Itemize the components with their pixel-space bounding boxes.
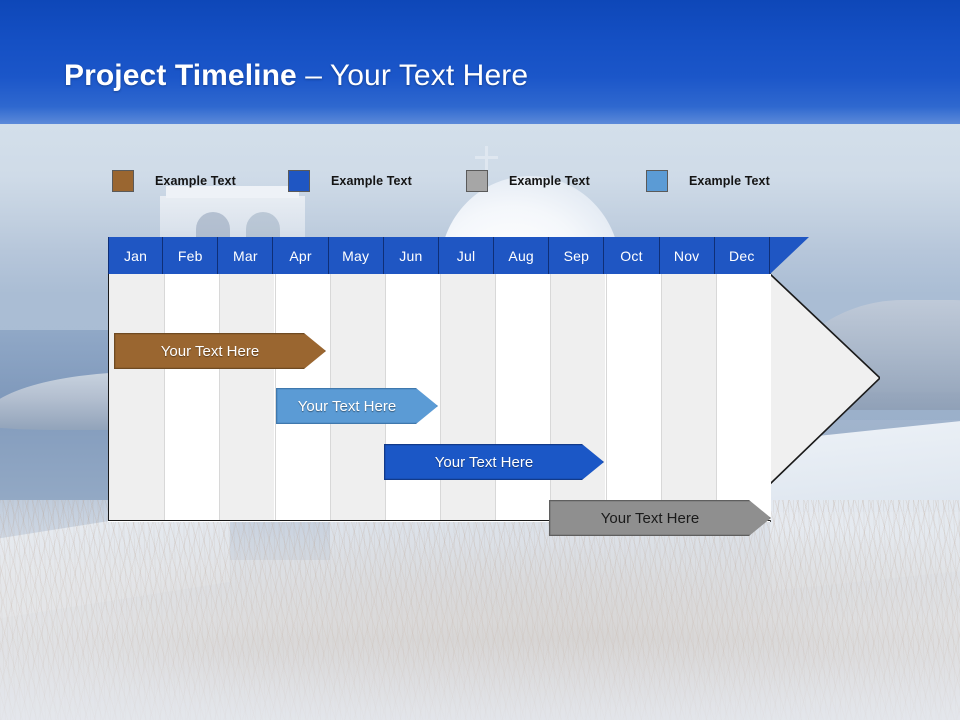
column-divider-7: [495, 274, 497, 520]
timeline-column-dec: [715, 274, 771, 520]
month-header-feb[interactable]: Feb: [163, 237, 219, 274]
timeline-bar-label-2: Your Text Here: [297, 397, 397, 415]
month-header-mar[interactable]: Mar: [218, 237, 274, 274]
timeline-bar-4[interactable]: Your Text Here: [549, 500, 771, 536]
legend-label-3: Example Text: [509, 174, 590, 188]
legend-swatch-icon-3: [466, 170, 488, 192]
timeline-column-jul: [440, 274, 496, 520]
legend: Example Text Example Text Example Text Exam…: [0, 168, 960, 196]
legend-swatch-icon-4: [646, 170, 668, 192]
legend-item-1: Example Text: [112, 168, 236, 194]
timeline-column-oct: [605, 274, 661, 520]
page-title-separator: –: [296, 59, 330, 92]
column-divider-2: [219, 274, 221, 520]
timeline-column-aug: [495, 274, 551, 520]
month-header-apr[interactable]: Apr: [273, 237, 329, 274]
month-header-dec[interactable]: Dec: [714, 237, 770, 274]
column-divider-6: [440, 274, 441, 520]
timeline-column-sep: [550, 274, 606, 520]
month-header-oct[interactable]: Oct: [604, 237, 660, 274]
timeline-bar-label-1: Your Text Here: [160, 342, 260, 360]
legend-swatch-icon-2: [288, 170, 310, 192]
legend-item-2: Example Text: [288, 168, 412, 194]
timeline-bar-3[interactable]: Your Text Here: [384, 444, 604, 480]
timeline-column-mar: [219, 274, 275, 520]
column-divider-9: [605, 274, 607, 520]
title-bar: Project Timeline – Your Text Here: [0, 0, 960, 124]
legend-item-4: Example Text: [646, 168, 770, 194]
legend-label-4: Example Text: [689, 174, 770, 188]
timeline-bar-label-4: Your Text Here: [600, 509, 700, 527]
page-title: Project Timeline – Your Text Here: [64, 59, 528, 93]
timeline-bar-2[interactable]: Your Text Here: [276, 388, 438, 424]
timeline-column-feb: [164, 274, 220, 520]
month-header-may[interactable]: May: [328, 237, 384, 274]
page-title-bold: Project Timeline: [64, 59, 297, 92]
legend-label-2: Example Text: [331, 174, 412, 188]
bottom-haze: [0, 640, 960, 720]
timeline-column-nov: [660, 274, 716, 520]
legend-label-1: Example Text: [155, 174, 236, 188]
month-header-jan[interactable]: Jan: [108, 237, 164, 274]
legend-swatch-icon-1: [112, 170, 134, 192]
month-header-jun[interactable]: Jun: [383, 237, 439, 274]
timeline-bar-1[interactable]: Your Text Here: [114, 333, 326, 369]
month-header-jul[interactable]: Jul: [438, 237, 495, 274]
column-divider-8: [550, 274, 552, 520]
column-divider-1: [164, 274, 166, 520]
column-divider-11: [715, 274, 717, 520]
church-cross-bar: [475, 156, 498, 159]
column-divider-10: [660, 274, 662, 520]
month-header-sep[interactable]: Sep: [549, 237, 605, 274]
column-divider-3: [274, 274, 276, 520]
church-cross: [485, 146, 488, 178]
month-header-nov[interactable]: Nov: [659, 237, 715, 274]
month-header-aug[interactable]: Aug: [494, 237, 550, 274]
bell-tower-cap: [166, 186, 299, 198]
timeline-column-jan: [109, 274, 165, 520]
legend-item-3: Example Text: [466, 168, 590, 194]
page-title-rest: Your Text Here: [329, 59, 529, 92]
timeline-bar-label-3: Your Text Here: [434, 453, 534, 471]
